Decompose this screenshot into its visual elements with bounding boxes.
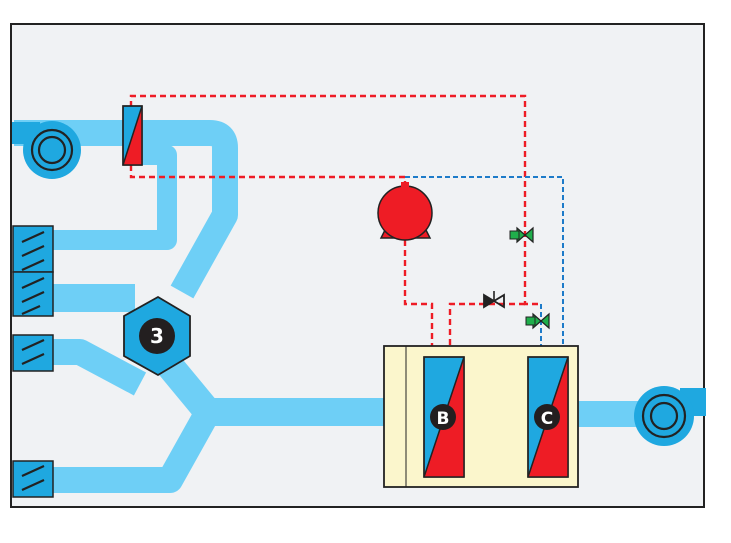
balancing-valve: [483, 291, 505, 309]
exhaust-fan-icon: [634, 386, 706, 446]
diagram-frame: [10, 23, 705, 508]
louver-1: [12, 225, 54, 273]
return-duct: [14, 120, 238, 299]
control-valve-upper: [509, 226, 534, 244]
inner-duct: [52, 145, 177, 250]
mixing-unit: [123, 295, 191, 377]
coil-c-label: C: [541, 409, 553, 429]
valve-icon: [483, 226, 550, 330]
louver-4: [12, 460, 54, 498]
mixing-unit-label: 3: [150, 324, 164, 348]
louver-2: [12, 271, 54, 317]
inlet-duct-4: [52, 405, 220, 493]
heat-exchanger-c-icon: [527, 356, 569, 478]
coil-b-label: B: [437, 409, 450, 429]
duct-network: [14, 120, 650, 493]
louver-inlets: [12, 225, 54, 498]
heat-exchanger-icon: [423, 356, 465, 478]
fan-icon: [12, 121, 81, 179]
damper-icon: [122, 105, 143, 166]
louver-3: [12, 334, 54, 372]
inlet-duct-3: [52, 339, 147, 396]
control-valve-lower: [525, 312, 550, 330]
pump-icon: [377, 182, 433, 241]
